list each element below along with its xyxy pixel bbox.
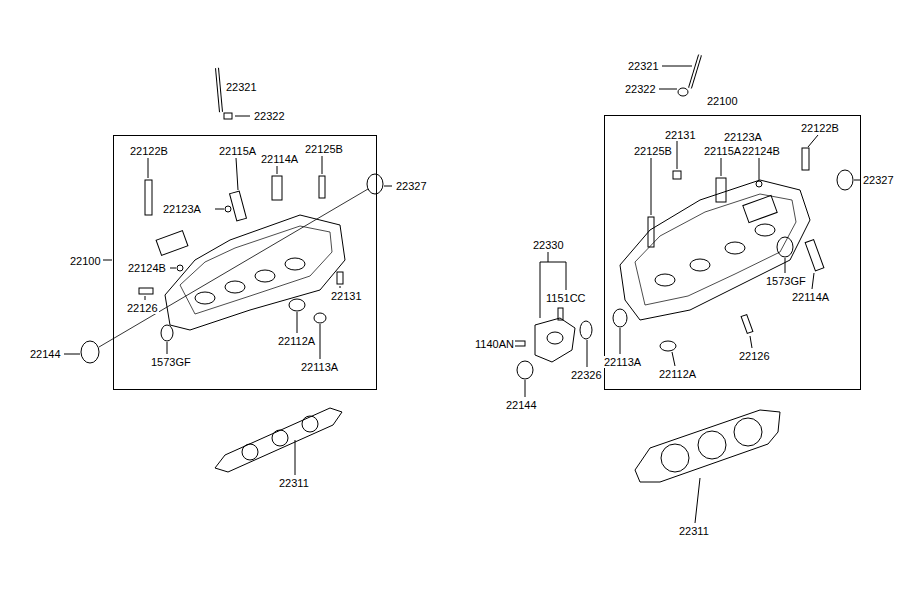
callout-number: 22144 bbox=[29, 348, 62, 360]
callout-number: 22326 bbox=[570, 369, 603, 381]
callout-number: 22131 bbox=[330, 290, 363, 302]
callout-number: 1140AN bbox=[474, 338, 515, 350]
callout-number: 22321 bbox=[225, 81, 258, 93]
callout-number: 22123A bbox=[162, 203, 202, 215]
callout-number: 22113A bbox=[300, 361, 339, 373]
callout-number: 1573GF bbox=[150, 356, 192, 368]
callout-number: 22115A bbox=[218, 145, 257, 157]
callout-number: 22112A bbox=[277, 335, 316, 347]
callout-number: 22115A bbox=[703, 145, 742, 157]
callout-number: 22125B bbox=[633, 145, 673, 157]
callout-number: 22124B bbox=[127, 262, 167, 274]
callout-number: 22122B bbox=[800, 122, 840, 134]
callout-number: 22114A bbox=[791, 291, 830, 303]
callout-number: 22131 bbox=[664, 129, 697, 141]
callout-number: 22311 bbox=[278, 477, 310, 489]
callout-number: 22114A bbox=[260, 153, 299, 165]
callout-number: 1573GF bbox=[765, 275, 807, 287]
callout-number: 22327 bbox=[395, 180, 428, 192]
callout-number: 22112A bbox=[658, 368, 697, 380]
callout-number: 22322 bbox=[253, 110, 286, 122]
callout-number: 22144 bbox=[505, 399, 538, 411]
callout-number: 22124B bbox=[741, 145, 781, 157]
callout-number: 22113A bbox=[603, 356, 642, 368]
callout-number: 22330 bbox=[532, 239, 565, 251]
callout-number: 22122B bbox=[129, 145, 169, 157]
callout-number: 22311 bbox=[678, 525, 710, 537]
callout-number: 1151CC bbox=[545, 292, 587, 304]
callout-number: 22126 bbox=[126, 302, 159, 314]
callout-number: 22100 bbox=[706, 95, 739, 107]
callout-number: 22100 bbox=[69, 255, 102, 267]
callout-number: 22123A bbox=[723, 131, 763, 143]
callout-number: 22327 bbox=[862, 174, 895, 186]
callout-number: 22321 bbox=[627, 60, 660, 72]
callout-number: 22125B bbox=[304, 143, 344, 155]
callout-number: 22322 bbox=[624, 83, 657, 95]
callout-number: 22126 bbox=[738, 350, 771, 362]
